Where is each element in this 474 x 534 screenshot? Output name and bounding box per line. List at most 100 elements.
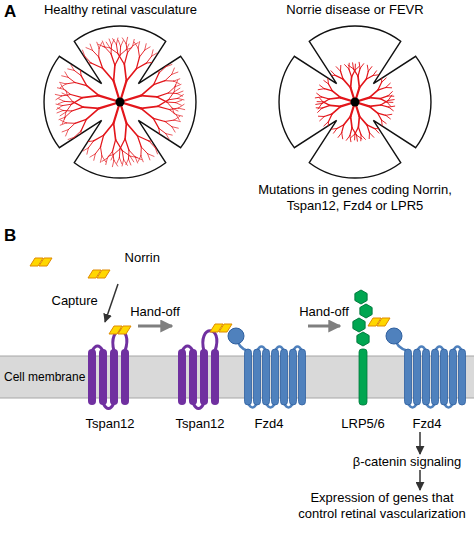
blood-vessel [378, 88, 386, 91]
blood-vessel [341, 71, 344, 79]
fzd4-helix [450, 349, 457, 405]
lrp-helix [359, 349, 367, 405]
blood-vessel [83, 50, 85, 56]
blood-vessel [149, 141, 155, 148]
blood-vessel [329, 98, 340, 99]
blood-vessel [77, 62, 80, 67]
blood-vessel [169, 110, 176, 115]
blood-vessel [75, 119, 86, 123]
blood-vessel [178, 108, 184, 110]
norrin-glyph [97, 270, 110, 278]
blood-vessel [90, 154, 95, 157]
fzd4-helix [272, 349, 279, 405]
panel-letter: A [4, 2, 16, 22]
blood-vessel [124, 64, 126, 81]
vessel-tree [315, 62, 394, 141]
blood-vessel [367, 65, 368, 71]
blood-vessel [88, 141, 93, 148]
fzd4-helix [441, 349, 448, 405]
blood-vessel [324, 122, 329, 126]
node-title: LRP5/6 [340, 416, 386, 432]
node-title: Tspan12 [82, 416, 138, 432]
blood-vessel [158, 106, 170, 109]
blood-vessel [101, 147, 102, 156]
flow-arrow [419, 470, 421, 490]
blood-vessel [174, 116, 180, 120]
blood-vessel [360, 64, 364, 69]
blood-vessel [126, 44, 127, 53]
blood-vessel [81, 62, 91, 63]
blood-vessel [152, 53, 157, 56]
blood-vessel [351, 116, 352, 127]
blood-vessel [373, 74, 379, 76]
blood-vessel [159, 128, 166, 133]
blood-vessel [148, 154, 150, 160]
blood-vessel [57, 111, 63, 113]
node-title: Fzd4 [230, 416, 308, 432]
blood-vessel [387, 102, 391, 106]
blood-vessel [72, 107, 83, 111]
blood-vessel [369, 106, 377, 113]
blood-vessel [338, 133, 342, 138]
blood-vessel [78, 141, 81, 147]
blood-vessel [121, 41, 124, 47]
lrp-propeller [360, 304, 372, 318]
tspan12-receptor: Tspan12 [82, 322, 138, 432]
blood-vessel [136, 63, 146, 69]
blood-vessel [155, 148, 157, 154]
blood-vessel [120, 50, 126, 55]
blood-vessel [352, 63, 354, 69]
blood-vessel [124, 53, 127, 65]
blood-vessel [94, 135, 104, 141]
fzd4-helix [245, 349, 252, 405]
blood-vessel [130, 156, 134, 162]
norrin-glyph [118, 326, 131, 334]
blood-vessel [60, 84, 66, 88]
blood-vessel [320, 85, 325, 89]
blood-vessel [113, 39, 117, 45]
blood-vessel [375, 129, 379, 134]
blood-vessel [367, 125, 370, 133]
blood-vessel [92, 50, 98, 57]
blood-vessel [98, 48, 99, 57]
blood-vessel [65, 72, 68, 77]
blood-vessel [145, 47, 150, 50]
tspan12-helix [211, 349, 219, 405]
blood-vessel [153, 118, 159, 128]
blood-vessel [56, 96, 62, 100]
fzd4-helix [405, 349, 412, 405]
blood-vessel [381, 101, 388, 106]
blood-vessel [165, 120, 174, 121]
blood-vessel [159, 128, 160, 136]
edge-label: Hand-off [299, 304, 349, 320]
edge-label: Capture [52, 293, 98, 309]
node-body: Mutations in genes coding Norrin, Tspan1… [255, 182, 455, 214]
blood-vessel [138, 42, 140, 48]
blood-vessel [317, 93, 322, 97]
blood-vessel [166, 134, 169, 139]
blood-vessel [146, 62, 154, 63]
blood-vessel [86, 141, 94, 142]
blood-vessel [158, 100, 169, 107]
vessel-tree [55, 37, 184, 166]
blood-vessel [56, 104, 62, 106]
blood-vessel [157, 93, 168, 97]
blood-vessel [82, 96, 99, 98]
blood-vessel [158, 137, 160, 143]
blood-vessel [389, 107, 394, 111]
blood-vessel [174, 120, 180, 122]
blood-vessel [114, 123, 116, 140]
blood-vessel [358, 127, 361, 135]
blood-vessel [114, 160, 118, 166]
node-title: Norrie disease or FEVR [255, 2, 455, 18]
blood-vessel [114, 65, 115, 81]
blood-vessel [66, 122, 75, 123]
fzd4-helix [459, 349, 466, 405]
blood-vessel [71, 65, 74, 70]
blood-vessel [316, 103, 322, 105]
blood-vessel [62, 104, 71, 105]
tspan12-helix [121, 349, 129, 405]
blood-vessel [389, 106, 395, 107]
blood-vessel [80, 131, 81, 141]
